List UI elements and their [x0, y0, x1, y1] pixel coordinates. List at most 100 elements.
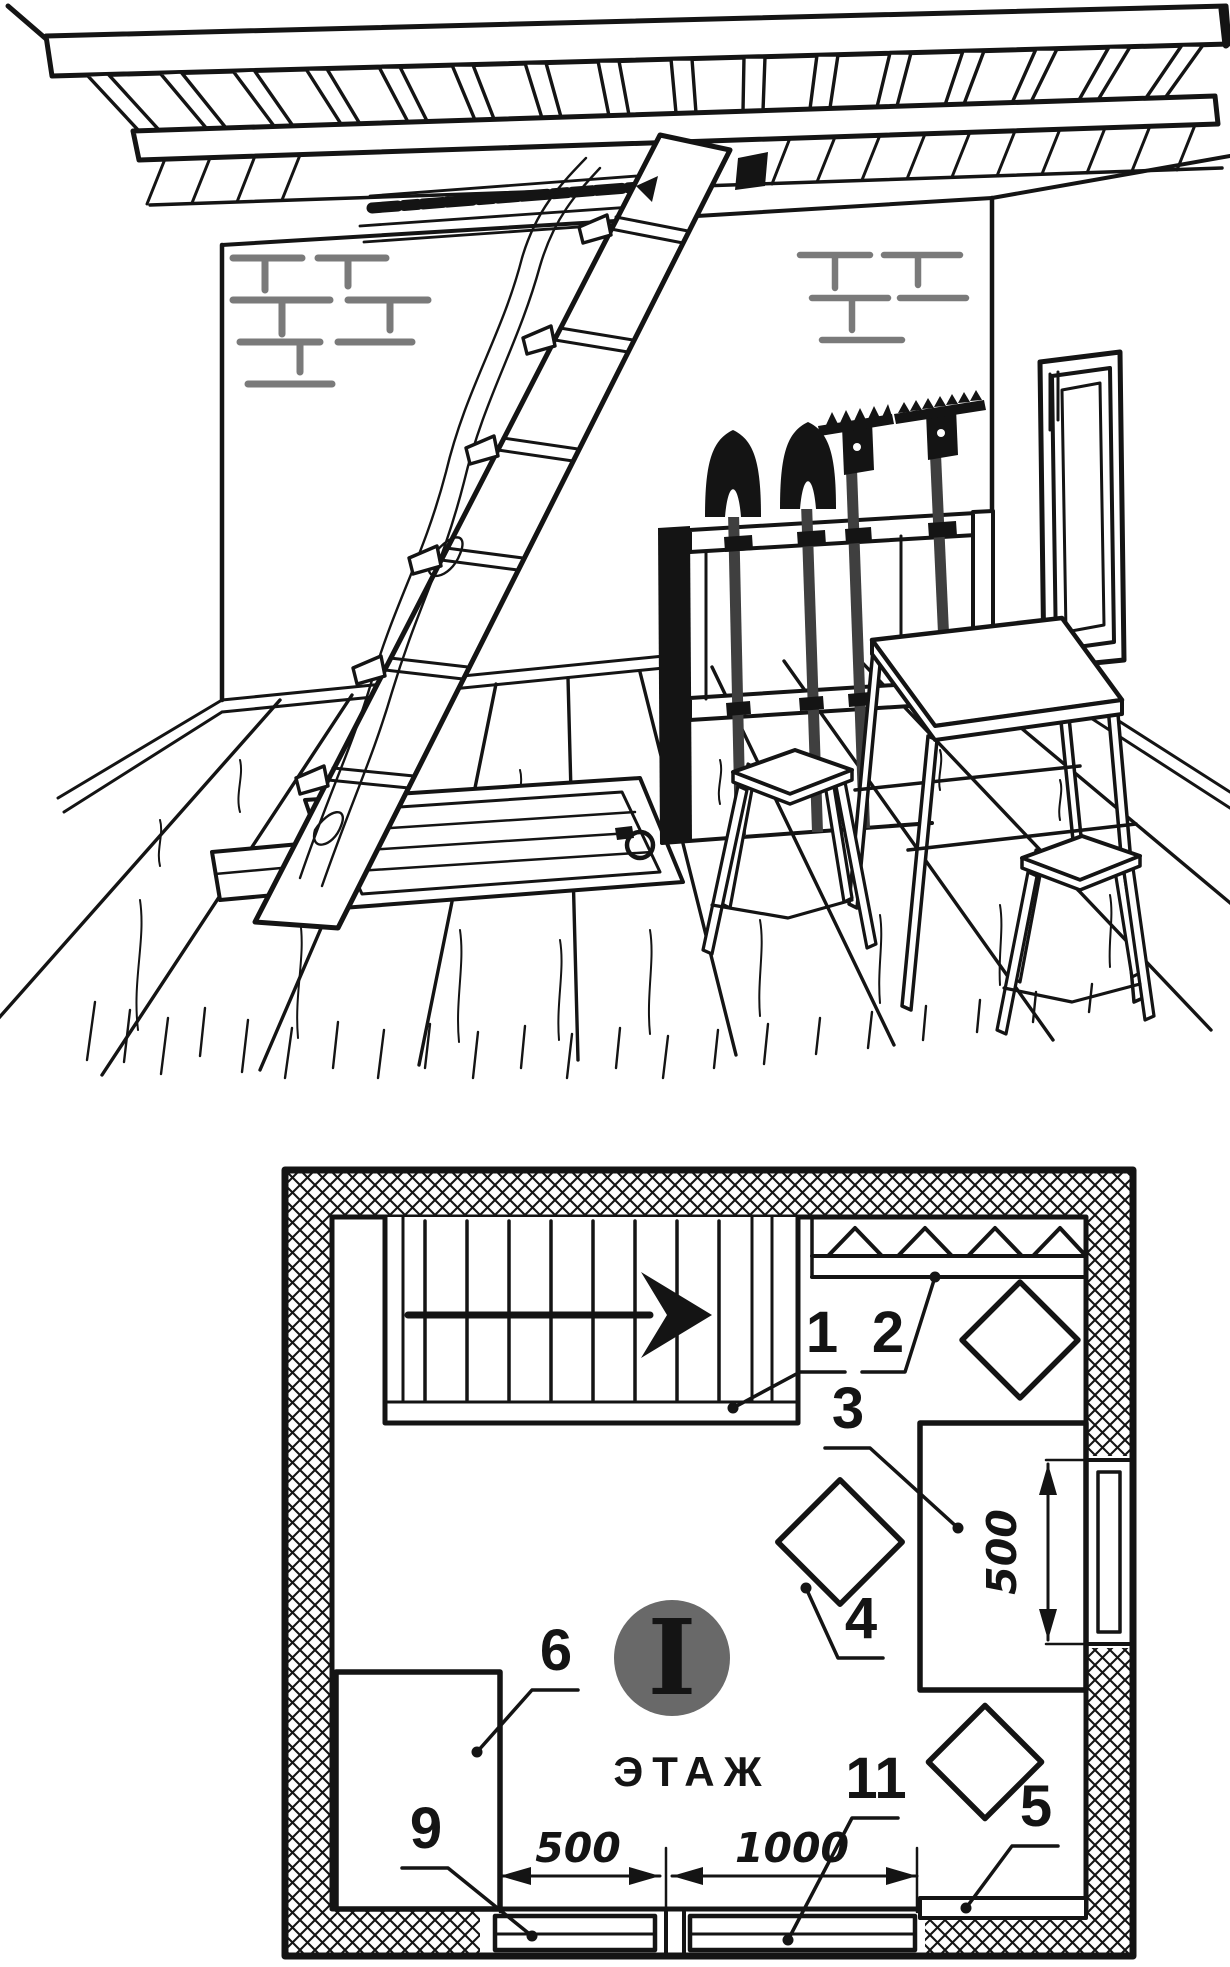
callout-label: 4	[845, 1586, 877, 1651]
rake-head	[818, 414, 894, 436]
leader-dot	[800, 1582, 812, 1594]
leader	[964, 1844, 1060, 1910]
brick-marks-right	[796, 251, 970, 344]
cleat	[577, 213, 613, 245]
plan-table	[917, 1420, 1089, 1693]
rack-left-post	[658, 526, 692, 844]
callout-11: 11	[782, 1746, 907, 1946]
callout-label: 6	[540, 1618, 572, 1683]
ladder-cleats	[294, 213, 613, 796]
leader	[860, 1275, 937, 1374]
plan-staircase	[382, 1214, 801, 1426]
table-stretcher	[906, 822, 1138, 852]
plan-stool-3	[925, 1702, 1045, 1822]
dim-500-right: 500	[978, 1458, 1133, 1646]
fascia-board	[43, 3, 1230, 79]
window-inner-frame	[1060, 381, 1106, 634]
rack-base	[660, 821, 934, 845]
blade-notch	[725, 489, 741, 517]
leader-dot	[929, 1271, 941, 1283]
wall-outer-line	[281, 1166, 1137, 1960]
stool-leg	[701, 784, 749, 956]
cleat	[407, 544, 443, 576]
stool-1	[701, 748, 878, 956]
stair-arrow	[404, 1272, 712, 1358]
dim-text: 500	[978, 1509, 1026, 1595]
leader	[400, 1866, 534, 1938]
leader-dot	[782, 1934, 794, 1946]
callout-4: 4	[800, 1582, 885, 1660]
rack-lines	[810, 1254, 1088, 1279]
leader-dot	[526, 1930, 538, 1942]
arrow-head	[641, 1272, 712, 1358]
brick-marks-left	[229, 254, 432, 388]
ladder-rest-wedge	[636, 176, 658, 202]
window-gap-right	[1086, 1456, 1133, 1648]
callout-label: 2	[872, 1300, 904, 1365]
callout-label: 5	[1020, 1774, 1052, 1839]
perspective-view	[0, 3, 1230, 1080]
ladder-plank	[252, 132, 733, 931]
hang-hole	[853, 443, 861, 451]
plate-beam	[130, 93, 1221, 163]
rake-teeth	[826, 404, 892, 425]
shovel-2	[780, 422, 836, 832]
leader-dot	[471, 1746, 483, 1758]
rack-hooks	[826, 1226, 1088, 1258]
callout-9: 9	[400, 1796, 538, 1942]
callout-label: 11	[845, 1746, 906, 1811]
window-sash	[1096, 1470, 1122, 1634]
ring-plate	[615, 826, 634, 840]
floor-plan: I ЭТАЖ 500 500 1000 1	[281, 1166, 1137, 1960]
leader	[823, 1446, 960, 1530]
blade-notch	[800, 481, 816, 509]
wall-window	[1037, 349, 1127, 671]
leader	[475, 1688, 580, 1754]
leader	[786, 1816, 900, 1942]
dim-text: 500	[535, 1824, 621, 1872]
callout-2: 2	[860, 1271, 941, 1374]
extension-lines	[1044, 1458, 1133, 1646]
walls	[219, 154, 1230, 703]
hatch-far-edge	[366, 180, 658, 214]
leader-dot	[727, 1402, 739, 1414]
cut-joist-block	[735, 152, 768, 190]
table-leg	[900, 734, 939, 1012]
floor-badge: I	[614, 1596, 730, 1719]
fascia-end	[1218, 5, 1230, 49]
window-bottom-left	[492, 1913, 658, 1953]
cleat	[294, 764, 330, 796]
table-stretcher	[853, 764, 1082, 792]
floor-fray	[85, 974, 1150, 1080]
ladder	[210, 132, 733, 931]
stool-2	[995, 834, 1156, 1036]
shovel-blade	[780, 422, 836, 509]
plan-cabinet	[333, 1669, 503, 1912]
saw-teeth	[898, 390, 982, 413]
callout-label: 3	[832, 1376, 864, 1441]
leader-dot	[952, 1522, 964, 1534]
badge-circle	[614, 1600, 730, 1716]
dim-text: 1000	[735, 1824, 849, 1872]
saw-blade	[894, 400, 986, 424]
stool-stretchers	[1002, 982, 1142, 1004]
callout-label: 9	[410, 1796, 442, 1861]
plan-stool-2	[775, 1477, 905, 1607]
badge-numeral: I	[648, 1596, 697, 1719]
ladder-grain	[298, 156, 602, 888]
window-shading	[1048, 370, 1060, 432]
stair-stringers	[383, 1215, 800, 1404]
shovel-handle	[728, 512, 746, 836]
leader	[804, 1586, 885, 1660]
callout-1: 1	[727, 1300, 847, 1414]
callout-6: 6	[471, 1618, 580, 1758]
ceiling	[5, 3, 1230, 244]
plan-stool-1	[959, 1279, 1081, 1401]
shovel-blade	[705, 430, 761, 517]
brick-rows	[796, 251, 970, 344]
stool-stretchers	[710, 898, 854, 920]
stool-leg	[995, 870, 1039, 1036]
hang-hole	[937, 429, 945, 437]
callout-label: 1	[806, 1300, 838, 1365]
